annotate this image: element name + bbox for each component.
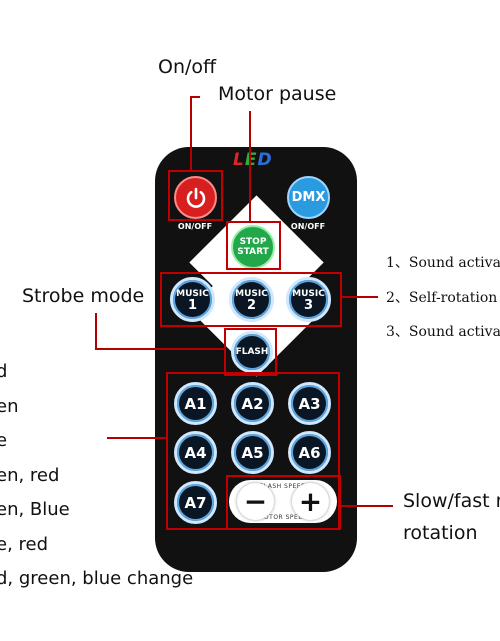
power-icon <box>186 187 205 208</box>
a6-button[interactable]: A6 <box>288 431 331 474</box>
a5-button[interactable]: A5 <box>231 431 274 474</box>
speed-line <box>341 505 393 507</box>
motor-pause-line <box>249 111 251 222</box>
color-list-item: en, Blue <box>0 499 70 520</box>
dmx-caption: ON/OFF <box>290 222 326 231</box>
slow-fast-annotation-line2: rotation <box>403 522 478 544</box>
minus-button[interactable]: − <box>237 483 274 520</box>
color-list-item: e <box>0 430 8 451</box>
on-off-line-tick <box>190 96 200 98</box>
on-off-line <box>190 96 192 171</box>
flash-highlight-box <box>224 328 277 376</box>
plus-button[interactable]: + <box>292 483 329 520</box>
music-label: MUSIC <box>176 288 209 299</box>
music-line <box>342 296 378 298</box>
a4-button[interactable]: A4 <box>174 431 217 474</box>
music-number: 1 <box>187 297 198 313</box>
a-label: A7 <box>184 493 207 512</box>
music-highlight-box <box>160 272 342 327</box>
stop-label: STOP <box>239 237 267 247</box>
brand-logo: LED <box>233 150 273 170</box>
color-list-item: d <box>0 361 8 382</box>
a1-button[interactable]: A1 <box>174 382 217 425</box>
motor-speed-label: MOTOR SPEED <box>258 514 308 521</box>
music-3-button[interactable]: MUSIC 3 <box>286 277 331 322</box>
a-label: A3 <box>298 394 321 413</box>
colors-line <box>107 437 167 439</box>
flash-speed-label: FLASH SPEED <box>259 483 307 490</box>
stop-highlight-box <box>226 221 281 270</box>
flash-button[interactable]: FLASH <box>231 331 273 373</box>
music-1-button[interactable]: MUSIC 1 <box>170 277 215 322</box>
speed-highlight-box <box>226 475 341 530</box>
dmx-button[interactable]: DMX <box>287 176 330 219</box>
power-caption: ON/OFF <box>177 222 213 231</box>
a-label: A6 <box>298 443 321 462</box>
start-label: START <box>237 247 269 257</box>
a7-button[interactable]: A7 <box>174 481 217 524</box>
strobe-mode-annotation: Strobe mode <box>22 285 145 307</box>
color-list-item: d, green, blue change <box>0 568 194 589</box>
strobe-line-vertical <box>95 313 97 349</box>
music-number: 3 <box>303 297 314 313</box>
music-mode-3-text: 3、Sound activat <box>386 324 500 340</box>
music-mode-2-text: 2、Self-rotation <box>386 290 498 306</box>
a2-button[interactable]: A2 <box>231 382 274 425</box>
music-label: MUSIC <box>235 288 268 299</box>
a-label: A5 <box>241 443 264 462</box>
motor-pause-annotation: Motor pause <box>218 83 337 105</box>
slow-fast-annotation-line1: Slow/fast m <box>403 490 500 512</box>
on-off-annotation: On/off <box>158 56 217 78</box>
dmx-label: DMX <box>291 190 326 205</box>
music-mode-1-text: 1、Sound activat <box>386 255 500 271</box>
a-label: A1 <box>184 394 207 413</box>
music-label: MUSIC <box>292 288 325 299</box>
a-label: A2 <box>241 394 264 413</box>
minus-icon: − <box>243 484 268 518</box>
strobe-line-horizontal <box>95 348 225 350</box>
a3-button[interactable]: A3 <box>288 382 331 425</box>
color-list-item: e, red <box>0 534 49 555</box>
color-list-item: en <box>0 396 19 417</box>
music-2-button[interactable]: MUSIC 2 <box>229 277 274 322</box>
color-list-item: en, red <box>0 465 60 486</box>
plus-icon: + <box>298 484 323 518</box>
flash-label: FLASH <box>235 347 269 357</box>
power-button[interactable] <box>174 176 217 219</box>
a-label: A4 <box>184 443 207 462</box>
power-highlight-box <box>168 170 223 221</box>
music-number: 2 <box>246 297 257 313</box>
